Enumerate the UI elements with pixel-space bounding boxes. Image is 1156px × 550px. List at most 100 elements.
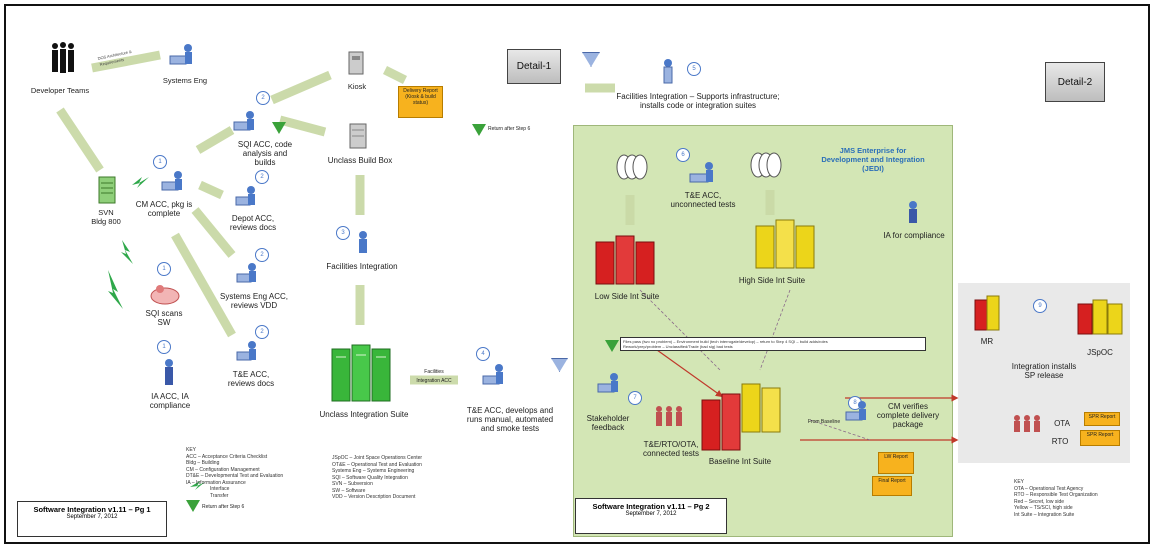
integration-installs-label: Integration installs SP release — [1011, 362, 1077, 380]
ia-compliance-icon — [909, 201, 917, 223]
te-acc-docs-icon — [236, 341, 256, 361]
systems-eng-acc-icon — [236, 263, 256, 283]
arrow-sqi-build — [278, 115, 327, 137]
interface-bolt-3 — [108, 270, 123, 309]
ia-compliance-label: IA for compliance — [883, 231, 945, 240]
step-circle: 9 — [1033, 299, 1047, 313]
facilities-integration-label: Facilities Integration — [326, 262, 398, 271]
stakeholder-label: Stakeholder feedback — [586, 414, 630, 432]
jspoc-label: JSpOC — [1087, 348, 1113, 357]
step-circle: 2 — [255, 325, 269, 339]
low-side-suite-label: Low Side Int Suite — [594, 292, 660, 301]
sqi-acc-label: SQI ACC, code analysis and builds — [237, 140, 293, 167]
step-circle: 7 — [628, 391, 642, 405]
cm-verifies-label: CM verifies complete delivery package — [876, 402, 940, 429]
from-baseline-label: From Baseline — [807, 419, 841, 425]
fac-int-acc-label: Facilities Integration ACC — [416, 369, 452, 384]
footer-left-title: Software Integration v1.11 – Pg 1 — [33, 505, 151, 514]
unclass-integration-suite-icon — [331, 344, 391, 402]
te-acc-unconnected-label: T&E ACC, unconnected tests — [670, 191, 736, 209]
detail-1-box[interactable]: Detail-1 — [507, 49, 561, 84]
arrow-dev-svn — [56, 107, 104, 173]
flow-banner-line2: Rework/prep/problem – Unclassified/Trade… — [623, 344, 733, 349]
interface-bolt-key — [190, 481, 205, 490]
fac-int-top-label: Facilities Integration – Supports infras… — [616, 92, 780, 110]
footer-right-title: Software Integration v1.11 – Pg 2 — [592, 502, 710, 511]
return-marker-build — [272, 122, 286, 134]
systems-eng-acc-label: Systems Eng ACC, reviews VDD — [219, 292, 289, 310]
depot-acc-icon — [235, 186, 255, 206]
spr-report-1: SPR Report — [1084, 412, 1120, 426]
lw-report: LW Report — [878, 452, 914, 474]
interface-bolt-1 — [132, 177, 149, 188]
rto-label: RTO — [1051, 437, 1069, 446]
step-circle: 5 — [687, 62, 701, 76]
unclass-integration-suite-label: Unclass Integration Suite — [319, 410, 409, 419]
arrow-cm-syseng — [191, 207, 236, 258]
step-circle: 1 — [157, 262, 171, 276]
step-circle: 1 — [153, 155, 167, 169]
kiosk-label: Kiosk — [347, 82, 367, 91]
systems-eng-label: Systems Eng — [162, 76, 208, 85]
arrow-cm-sqi — [195, 126, 235, 154]
footer-left: Software Integration v1.11 – Pg 1 Septem… — [17, 501, 167, 537]
ia-acc-label: IA ACC, IA compliance — [149, 392, 191, 410]
arrow-cm-depot — [198, 180, 224, 200]
jspoc-rack-icon — [1077, 299, 1123, 335]
arrow-reqs — [91, 50, 161, 73]
developer-teams-label: Developer Teams — [30, 86, 90, 95]
interface-bolt-2 — [121, 240, 133, 264]
return-marker-top — [472, 124, 486, 136]
spr-report-2: SPR Report — [1080, 430, 1120, 446]
arrow-sqi-kiosk — [270, 70, 332, 105]
return-marker-key — [186, 500, 200, 512]
return-marker-jedi — [605, 340, 619, 352]
footer-left-date: September 7, 2012 — [66, 514, 118, 520]
footer-right: Software Integration v1.11 – Pg 2 Septem… — [575, 498, 727, 534]
arrow-kiosk-report — [382, 65, 408, 85]
kiosk-icon — [348, 51, 364, 75]
footer-right-date: September 7, 2012 — [625, 511, 677, 517]
step-circle: 4 — [476, 347, 490, 361]
mr-label: MR — [980, 337, 994, 346]
svg-text:Requirements: Requirements — [99, 57, 124, 67]
unclass-build-box-label: Unclass Build Box — [327, 156, 393, 165]
ota-rto-icon — [1014, 415, 1040, 432]
disks-left-icon — [616, 154, 648, 180]
return-after-label: Return after Step 6 — [488, 126, 531, 132]
unclass-build-box-icon — [349, 123, 367, 149]
ota-label: OTA — [1054, 419, 1070, 428]
baseline-suite-icon — [701, 383, 781, 451]
developer-teams-icon — [52, 42, 74, 73]
baseline-suite-label: Baseline Int Suite — [708, 457, 772, 466]
step-circle: 2 — [256, 91, 270, 105]
te-acc-docs-label: T&E ACC, reviews docs — [227, 370, 275, 388]
jedi-title: JMS Enterprise for Development and Integ… — [821, 146, 925, 173]
arrow-cm-te — [171, 232, 236, 338]
step-circle: 3 — [336, 226, 350, 240]
flow-banner-line1: Files pass (two no problem) – Environmen… — [623, 339, 828, 344]
te-rto-ota-label: T&E/RTO/OTA, connected tests — [642, 440, 700, 458]
svn-server-icon — [98, 176, 116, 204]
sqi-scans-label: SQI scans SW — [145, 309, 183, 327]
te-acc-dev-label: T&E ACC, develops and runs manual, autom… — [466, 406, 554, 433]
step-circle: 2 — [255, 248, 269, 262]
high-side-suite-icon — [755, 219, 815, 269]
flow-banner: Files pass (two no problem) – Environmen… — [620, 337, 926, 351]
step-circle: 1 — [157, 340, 171, 354]
facilities-integration-icon — [359, 231, 367, 253]
te-acc-dev-icon — [482, 364, 503, 385]
diagram-frame — [4, 4, 1150, 544]
svn-label: SVN Bldg 800 — [91, 208, 121, 226]
sqi-acc-icon — [233, 111, 254, 131]
te-acc-unconnected-icon — [689, 162, 713, 183]
stakeholder-icon — [597, 373, 618, 393]
low-side-suite-icon — [595, 235, 655, 285]
mr-rack-icon — [974, 295, 1000, 331]
disks-right-icon — [750, 152, 782, 178]
cm-acc-icon — [161, 171, 182, 191]
detail-2-box[interactable]: Detail-2 — [1045, 62, 1105, 102]
